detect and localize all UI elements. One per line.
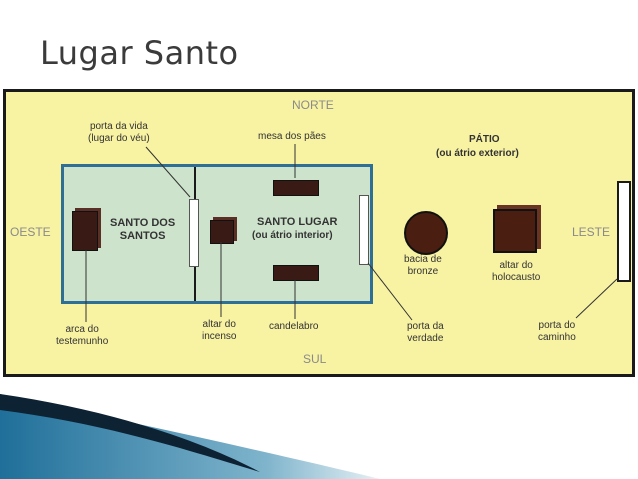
label-candelabro: candelabro bbox=[269, 321, 319, 332]
label-line: testemunho bbox=[56, 336, 109, 347]
label-line: bacia de bbox=[404, 254, 442, 265]
label-bacia: bacia de bronze bbox=[404, 254, 442, 278]
label-line: porta da vida bbox=[89, 121, 148, 132]
label-arca: arca do testemunho bbox=[56, 324, 108, 348]
label-santo-dos-santos: SANTO DOS SANTOS bbox=[110, 217, 175, 243]
bronze-basin-object bbox=[404, 211, 448, 255]
label-santo-lugar: SANTO LUGAR bbox=[257, 216, 338, 228]
ark-object bbox=[72, 211, 98, 251]
burnt-offering-altar-object bbox=[493, 209, 537, 253]
incense-altar-object bbox=[210, 220, 234, 244]
label-altar-holocausto: altar do holocausto bbox=[492, 260, 540, 284]
table-of-bread-object bbox=[273, 180, 319, 196]
footer-swoosh bbox=[0, 394, 380, 479]
candelabra-object bbox=[273, 265, 319, 281]
label-line: bronze bbox=[407, 266, 439, 277]
label-line: caminho bbox=[538, 332, 576, 343]
label-altar-incenso: altar do incenso bbox=[202, 319, 236, 343]
direction-south: SUL bbox=[303, 352, 327, 366]
tabernacle-plan: NORTE SUL OESTE LESTE porta da vida (lug… bbox=[3, 89, 635, 377]
label-line: (lugar do véu) bbox=[88, 133, 150, 144]
label-porta-da-vida: porta da vida (lugar do véu) bbox=[88, 121, 150, 145]
label-patio-sub: (ou átrio exterior) bbox=[436, 148, 519, 159]
label-line: altar do bbox=[499, 260, 533, 271]
gate-porta-da-vida bbox=[189, 199, 199, 267]
direction-east: LESTE bbox=[572, 225, 611, 239]
footer-swoosh-dark bbox=[0, 394, 260, 472]
label-line: porta da bbox=[407, 321, 444, 332]
label-patio: PÁTIO bbox=[469, 134, 500, 145]
gate-porta-da-verdade bbox=[359, 195, 369, 265]
leader-porta-do-caminho bbox=[575, 278, 618, 319]
label-santo-lugar-sub: (ou átrio interior) bbox=[252, 230, 333, 241]
label-line: SANTO DOS bbox=[110, 217, 176, 229]
direction-north: NORTE bbox=[292, 98, 334, 112]
label-line: porta do bbox=[538, 320, 576, 331]
label-line: verdade bbox=[407, 333, 444, 344]
label-line: incenso bbox=[202, 331, 237, 342]
label-line: SANTOS bbox=[119, 230, 166, 242]
direction-west: OESTE bbox=[10, 225, 51, 239]
label-line: arca do bbox=[65, 324, 99, 335]
label-line: holocausto bbox=[492, 272, 541, 283]
label-porta-do-caminho: porta do caminho bbox=[538, 320, 576, 344]
page-title: Lugar Santo bbox=[40, 34, 239, 72]
label-porta-da-verdade: porta da verdade bbox=[407, 321, 444, 345]
label-mesa-dos-paes: mesa dos pães bbox=[258, 131, 326, 142]
gate-porta-do-caminho bbox=[617, 181, 631, 282]
label-line: altar do bbox=[202, 319, 236, 330]
